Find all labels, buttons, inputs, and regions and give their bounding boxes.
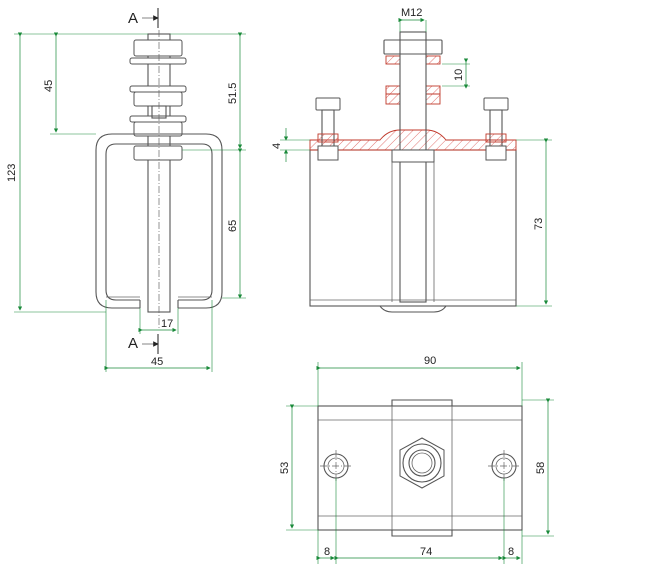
dim-overall-height: 123 xyxy=(6,164,18,182)
front-view: M12 10 4 73 xyxy=(271,7,552,313)
mid-washer xyxy=(129,85,187,93)
lower-nut xyxy=(133,121,183,137)
section-marker-bottom: A xyxy=(128,335,138,352)
dim-hole-spacing: 74 xyxy=(420,546,432,558)
top-nut xyxy=(133,39,183,57)
front-threaded-rod xyxy=(399,31,427,303)
left-hole xyxy=(320,450,352,482)
dim-top-to-channel: 45 xyxy=(43,80,55,92)
dim-body-height: 73 xyxy=(533,218,545,230)
center-hex-nut xyxy=(399,437,445,489)
right-bolt xyxy=(483,97,509,161)
dim-plate-thickness: 4 xyxy=(271,143,283,149)
top-body xyxy=(317,405,523,531)
side-view: A A 123 45 xyxy=(6,8,246,372)
dim-channel-height: 65 xyxy=(227,220,239,232)
top-washer xyxy=(129,57,187,65)
dim-channel-width: 45 xyxy=(151,356,163,368)
lower-washer xyxy=(129,115,187,123)
dim-inner-width: 53 xyxy=(279,462,291,474)
right-hole xyxy=(488,450,520,482)
section-marker-top: A xyxy=(128,10,138,27)
dim-slot-width: 17 xyxy=(161,318,173,330)
dim-nut-spacing: 10 xyxy=(453,69,465,81)
bottom-nut xyxy=(133,145,183,161)
front-body xyxy=(309,149,517,307)
dim-edge-left: 8 xyxy=(324,546,330,558)
dim-overall-length: 90 xyxy=(424,355,436,367)
mid-nut xyxy=(133,91,183,107)
dim-edge-right: 8 xyxy=(508,546,514,558)
plate-section xyxy=(309,129,517,151)
top-view: 90 58 53 8 74 8 xyxy=(279,355,554,564)
left-bolt xyxy=(315,97,341,161)
dim-bolt-length: 51.5 xyxy=(227,83,239,104)
c-channel-outer xyxy=(95,133,223,309)
dim-overall-width: 58 xyxy=(535,462,547,474)
dim-thread: M12 xyxy=(401,7,422,19)
